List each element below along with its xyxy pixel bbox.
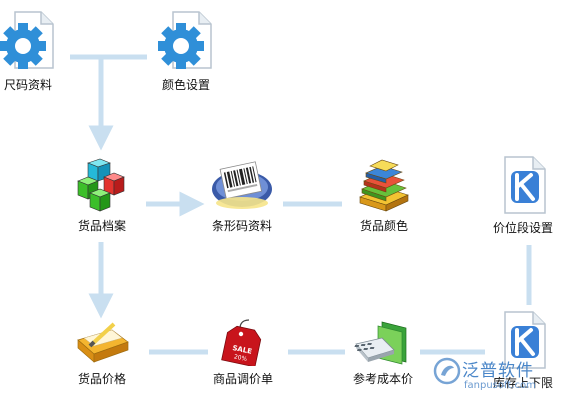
node-chima: 尺码资料 (0, 10, 73, 93)
svg-text:SALE: SALE (232, 344, 253, 356)
node-archive: 货品档案 (57, 157, 147, 234)
k-document-icon (504, 311, 546, 369)
node-yanse-set: 颜色设置 (141, 10, 231, 93)
node-adjust: SALE 20% 商品调价单 (198, 318, 288, 387)
barcode-scanner-icon (212, 161, 272, 209)
node-label: 价位段设置 (492, 221, 553, 235)
node-label: 货品档案 (77, 219, 126, 233)
gear-document-icon (158, 11, 212, 69)
watermark-url: fanpusoft.com (464, 380, 536, 391)
node-color: 货品颜色 (339, 157, 429, 234)
watermark-logo: 泛普软件 fanpusoft.com (430, 350, 563, 400)
k-document-icon (504, 156, 546, 214)
node-label: 颜色设置 (161, 78, 210, 92)
sale-tag-icon: SALE 20% (221, 319, 262, 366)
watermark-text: 泛普软件 (462, 361, 534, 381)
folder-pencil-icon (77, 322, 129, 363)
books-icon (359, 159, 409, 212)
svg-text:20%: 20% (233, 353, 248, 363)
node-label: 参考成本价 (352, 372, 413, 386)
cubes-icon (77, 158, 125, 212)
gear-document-icon (0, 11, 54, 69)
node-label: 条形码资料 (211, 219, 272, 233)
node-price: 货品价格 (57, 318, 147, 387)
node-label: 货品颜色 (359, 219, 408, 233)
node-stocklimit: 库存上下限 (478, 310, 563, 391)
node-pricelevel: 价位段设置 (478, 155, 563, 236)
node-cost: 参考成本价 (338, 318, 428, 387)
calculator-folder-icon (354, 321, 407, 365)
node-barcode: 条形码资料 (197, 157, 287, 234)
node-label: 货品价格 (77, 372, 126, 386)
node-label: 库存上下限 (492, 376, 553, 390)
connectors (70, 54, 532, 355)
fanpu-logo-icon (433, 357, 461, 385)
node-label: 商品调价单 (212, 372, 273, 386)
node-label: 尺码资料 (3, 78, 52, 92)
